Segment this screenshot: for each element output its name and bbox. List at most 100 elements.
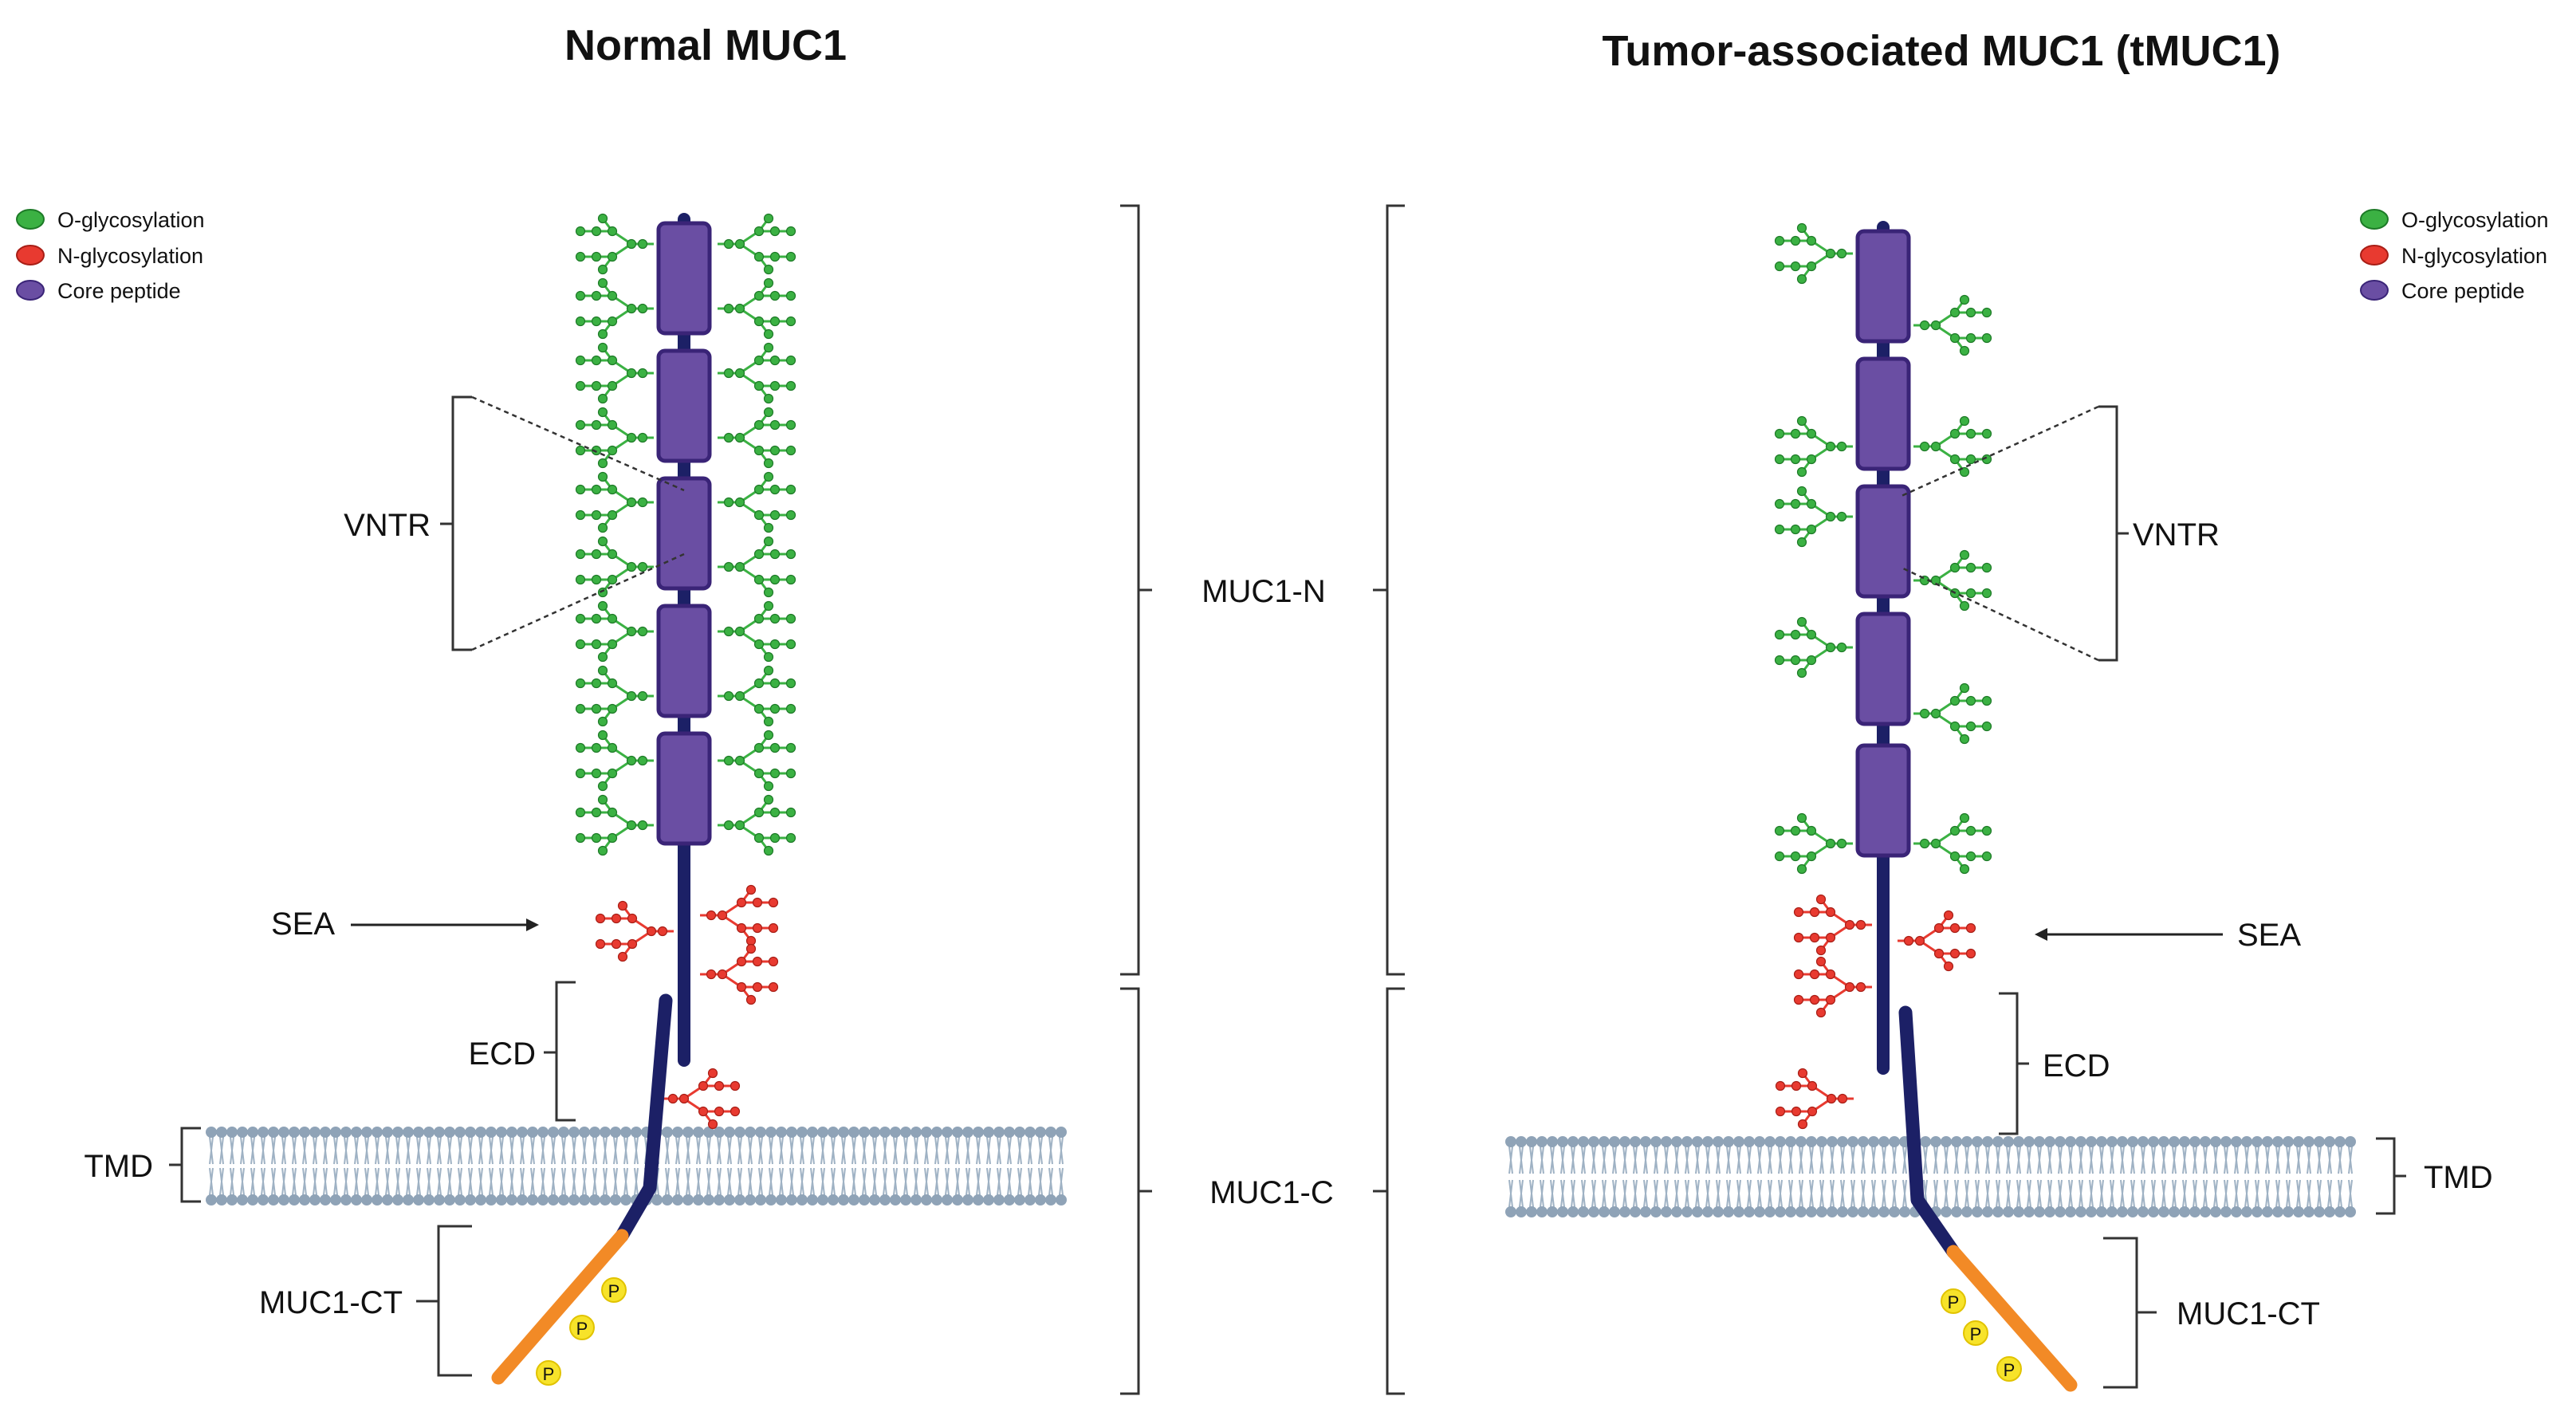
phosphorylation-site: P: [536, 1360, 561, 1386]
muc1-ct-label-left: MUC1-CT: [259, 1285, 403, 1320]
tmd-bracket-right: [2376, 1137, 2406, 1215]
legend-left: O-glycosylation N-glycosylation Core pep…: [16, 208, 205, 303]
o-glycan: [718, 342, 796, 404]
muc1-n-bracket: [1120, 204, 1405, 976]
o-glycan: [575, 730, 654, 792]
o-glycan: [1774, 415, 1853, 478]
o-glycosylation-swatch: [2360, 209, 2389, 230]
n-glycan: [662, 1068, 741, 1130]
o-glycan: [718, 471, 796, 533]
cell-membrane-right: [1505, 1136, 2356, 1217]
o-glycosylation-swatch: [16, 209, 45, 230]
ecd-label-right: ECD: [2043, 1048, 2110, 1084]
o-glycan: [718, 277, 796, 340]
o-glycan: [718, 213, 796, 275]
tandem-repeat: [1855, 743, 1911, 858]
tandem-repeat: [1855, 484, 1911, 599]
o-glycan: [575, 665, 654, 727]
svg-text:P: P: [543, 1364, 555, 1384]
o-glycan: [575, 794, 654, 856]
ecd-bracket-left: [544, 981, 576, 1122]
n-glycan: [1793, 894, 1872, 956]
sea-label-right: SEA: [2237, 918, 2301, 953]
transmembrane-backbone: [615, 993, 673, 1243]
muc1-ct-bracket-right: [2103, 1237, 2157, 1389]
o-glycan: [718, 600, 796, 663]
n-glycan: [700, 943, 779, 1005]
svg-text:P: P: [608, 1281, 620, 1301]
tandem-repeat: [1855, 229, 1911, 344]
svg-text:P: P: [576, 1319, 588, 1339]
n-glycan: [700, 884, 779, 946]
o-glycan: [575, 536, 654, 598]
tandem-repeat: [656, 604, 712, 718]
o-glycan: [1774, 486, 1853, 548]
n-glycan: [1793, 956, 1872, 1018]
transmembrane-backbone: [1898, 1005, 1961, 1259]
vntr-bracket-left: [440, 395, 685, 651]
muc1-c-label: MUC1-C: [1209, 1175, 1334, 1210]
cytoplasmic-tail: [491, 1229, 629, 1385]
phosphorylation-site: P: [1941, 1288, 1966, 1314]
muc1-ct-bracket-left: [416, 1225, 472, 1377]
o-glycan: [1774, 222, 1853, 285]
tandem-repeat: [1855, 612, 1911, 726]
cell-membrane-left: [206, 1127, 1067, 1206]
tmd-bracket-left: [169, 1127, 201, 1203]
svg-text:P: P: [1948, 1292, 1960, 1312]
tandem-repeat: [656, 476, 712, 591]
n-glycosylation-swatch: [16, 245, 45, 265]
n-glycosylation-swatch: [2360, 245, 2389, 265]
sea-label-left: SEA: [271, 907, 335, 942]
svg-text:P: P: [2004, 1360, 2016, 1380]
o-glycan: [575, 407, 654, 469]
phosphorylation-site: P: [569, 1315, 595, 1340]
core-peptide-swatch: [2360, 280, 2389, 301]
legend-core-peptide: Core peptide: [2401, 279, 2525, 303]
legend-n-glycosylation: N-glycosylation: [57, 244, 203, 268]
o-glycan: [1774, 812, 1853, 875]
legend-right: O-glycosylation N-glycosylation Core pep…: [2360, 208, 2549, 303]
muc1-n-label: MUC1-N: [1201, 574, 1326, 609]
o-glycan: [718, 730, 796, 792]
legend-n-glycosylation: N-glycosylation: [2401, 244, 2547, 268]
ecd-label-left: ECD: [469, 1036, 536, 1072]
svg-text:P: P: [1970, 1324, 1982, 1344]
n-glycan: [1898, 910, 1976, 972]
o-glycan: [575, 471, 654, 533]
sea-arrow-left: [351, 918, 539, 931]
sea-arrow-right: [2035, 928, 2223, 941]
cytoplasmic-tail: [1946, 1245, 2078, 1392]
phosphorylation-site: P: [1963, 1320, 1988, 1346]
o-glycan: [1913, 812, 1992, 875]
muc1-ct-label-right: MUC1-CT: [2177, 1296, 2320, 1331]
o-glycan: [718, 665, 796, 727]
normal-muc1-title: Normal MUC1: [564, 22, 847, 69]
glycans-tumor: [1774, 222, 1992, 1130]
tandem-repeat: [1855, 356, 1911, 471]
n-glycan: [595, 900, 674, 962]
tandem-repeat: [656, 221, 712, 336]
tmd-label-right: TMD: [2424, 1160, 2493, 1195]
vntr-bracket-right: [1901, 405, 2129, 662]
core-peptide-swatch: [16, 280, 45, 301]
legend-o-glycosylation: O-glycosylation: [57, 208, 205, 232]
o-glycan: [1913, 415, 1992, 478]
muc1-c-bracket: [1120, 987, 1405, 1395]
o-glycan: [718, 407, 796, 469]
vntr-label-left: VNTR: [344, 508, 431, 543]
legend-o-glycosylation: O-glycosylation: [2401, 208, 2549, 232]
o-glycan: [575, 342, 654, 404]
o-glycan: [1913, 682, 1992, 745]
o-glycan: [575, 213, 654, 275]
o-glycan: [718, 536, 796, 598]
tandem-repeat: [656, 731, 712, 846]
n-glycan: [1775, 1068, 1854, 1130]
o-glycan: [575, 277, 654, 340]
phosphorylation-site: P: [601, 1277, 627, 1303]
o-glycan: [718, 794, 796, 856]
o-glycan: [1913, 549, 1992, 612]
tmd-label-left: TMD: [84, 1149, 153, 1184]
